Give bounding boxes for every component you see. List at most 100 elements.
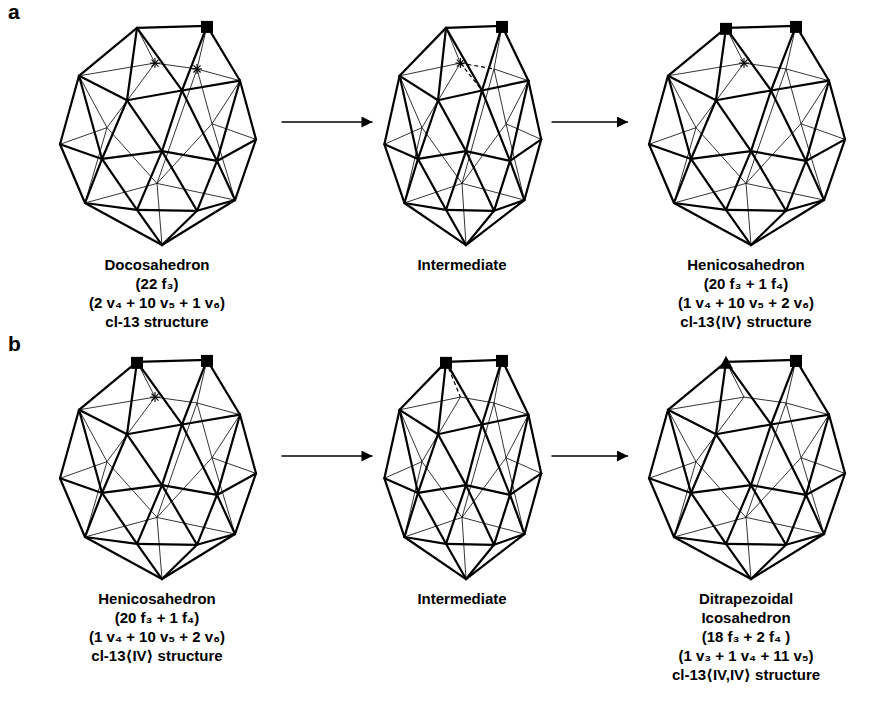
front-edge (438, 90, 482, 100)
front-edge (716, 100, 751, 151)
front-edge (137, 485, 162, 544)
hidden-edge (197, 403, 212, 458)
front-edge (79, 410, 127, 434)
figure-description: (22 f₃) (136, 274, 179, 293)
square-vertex (790, 355, 802, 367)
front-edge (127, 100, 162, 151)
polyhedron (60, 355, 256, 579)
asterisk-stroke (151, 60, 158, 67)
front-edge (771, 90, 806, 160)
front-edge (829, 81, 845, 140)
front-edge (668, 362, 726, 410)
hidden-edge (384, 128, 422, 145)
front-edge (691, 434, 716, 493)
front-edge (182, 424, 217, 494)
asterisk-vertex (739, 58, 749, 68)
front-edge (197, 200, 235, 211)
front-edge (85, 203, 162, 245)
front-edge (400, 362, 446, 410)
hidden-edge (157, 69, 197, 183)
asterisk-vertex (150, 392, 160, 402)
front-edge (127, 90, 182, 100)
front-edge (494, 534, 524, 545)
front-edge (691, 485, 751, 493)
front-edge (446, 485, 466, 544)
hidden-edge (649, 462, 696, 479)
front-edge (418, 485, 466, 493)
front-edge (182, 415, 240, 425)
polyhedron-figure: Henicosahedron(20 f₃ + 1 f₄)(1 v₄ + 10 v… (630, 22, 862, 331)
front-edge (79, 28, 137, 76)
front-edge (716, 424, 771, 434)
figure-description: cl-13⟨IV⟩ structure (91, 646, 222, 665)
front-edge (197, 534, 235, 545)
hidden-edge (801, 124, 845, 140)
front-edge (751, 424, 771, 485)
front-edge (510, 495, 524, 534)
front-edge (438, 100, 466, 151)
polyhedron (649, 21, 845, 245)
front-edge (786, 200, 824, 211)
hidden-edge (212, 124, 256, 140)
figure-description: (1 v₃ + 1 v₄ + 11 v₅) (678, 646, 813, 665)
front-edge (716, 90, 771, 100)
square-vertex (201, 355, 213, 367)
front-edge (796, 360, 829, 415)
front-edge (137, 26, 207, 28)
front-edge (524, 139, 541, 200)
panel-letter: a (8, 0, 20, 24)
hidden-edge (746, 69, 786, 183)
front-edge (217, 161, 235, 200)
front-edge (786, 161, 806, 211)
figure-description: (1 v₄ + 10 v₅ + 2 v₆) (89, 627, 225, 646)
hidden-edge (786, 403, 801, 458)
front-edge (102, 493, 137, 544)
front-edge (137, 544, 162, 579)
hidden-edge (506, 124, 541, 140)
front-edge (235, 139, 256, 200)
figure-description: (20 f₃ + 1 f₄) (704, 274, 789, 293)
front-edge (786, 495, 806, 545)
front-edge (771, 424, 806, 494)
front-edge (446, 28, 482, 91)
front-edge (524, 473, 541, 534)
hidden-edge (157, 183, 162, 245)
front-edge (197, 495, 217, 545)
front-edge (438, 362, 446, 434)
front-edge (400, 28, 446, 76)
front-edge (137, 210, 162, 245)
figure-description: (1 v₄ + 10 v₅ + 2 v₆) (678, 293, 814, 312)
square-vertex (720, 23, 732, 35)
front-edge (528, 415, 541, 474)
hidden-edge (157, 517, 162, 579)
front-edge (102, 151, 162, 159)
front-edge (691, 100, 716, 159)
hidden-edge (494, 69, 506, 124)
front-edge (240, 415, 256, 474)
front-edge (824, 473, 845, 534)
hidden-edge (462, 517, 466, 579)
figure-description: cl-13 structure (105, 312, 208, 331)
front-edge (418, 151, 466, 159)
front-edge (494, 200, 524, 211)
front-edge (691, 159, 726, 210)
square-vertex (496, 21, 508, 33)
figure-name: Henicosahedron (687, 255, 805, 274)
front-edge (649, 76, 668, 144)
front-edge (182, 81, 240, 91)
front-edge (235, 473, 256, 534)
front-edge (162, 485, 217, 495)
front-edge (446, 209, 494, 212)
front-edge (384, 144, 404, 203)
polyhedron-figure: Intermediate (375, 356, 550, 608)
front-edge (502, 26, 528, 81)
front-edge (494, 161, 510, 211)
square-vertex (440, 357, 452, 369)
front-edge (217, 495, 235, 534)
front-edge (751, 90, 771, 151)
hidden-edge (801, 81, 829, 124)
front-edge (102, 100, 127, 159)
front-edge (649, 410, 668, 478)
front-edge (182, 26, 207, 91)
front-edge (384, 76, 399, 144)
